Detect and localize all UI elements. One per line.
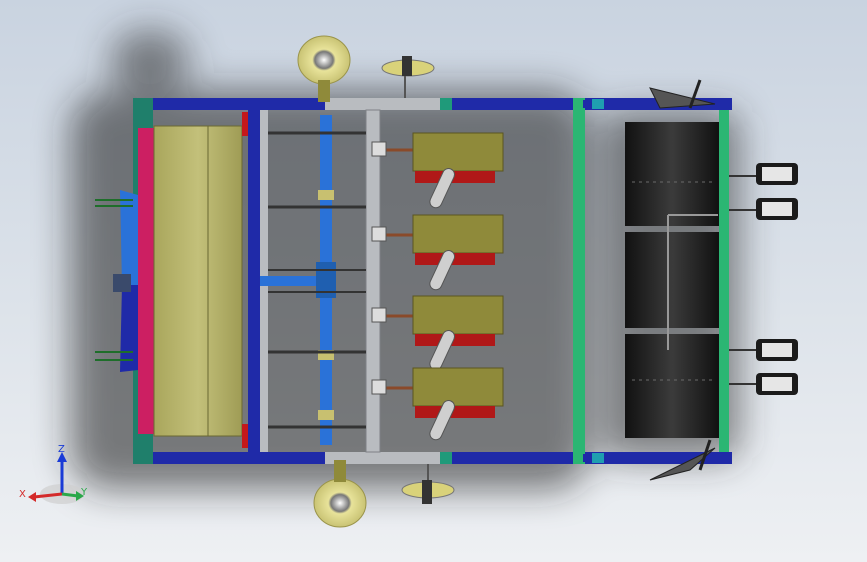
x-axis-arrow [33, 492, 63, 499]
rear-wheel-1[interactable] [729, 163, 798, 185]
roller-3[interactable] [625, 334, 719, 438]
seeder-unit-2[interactable] [371, 214, 504, 292]
rear-frame-post [719, 98, 729, 464]
side-wheel-bottom[interactable] [313, 460, 367, 528]
marker-disc-top[interactable] [381, 56, 435, 98]
roller-1[interactable] [625, 122, 719, 226]
rear-wheel-4[interactable] [729, 373, 798, 395]
marker-disc-bottom[interactable] [401, 464, 455, 504]
side-wheel-top[interactable] [297, 35, 351, 102]
toolbar-beam [365, 109, 381, 453]
z-axis-label: Z [58, 444, 65, 455]
frame-cross-member [248, 110, 260, 452]
y-axis-arrow [61, 492, 79, 498]
seeder-unit-1[interactable] [371, 132, 504, 210]
seeder-unit-3[interactable] [371, 295, 504, 372]
drive-shafts[interactable] [260, 115, 366, 445]
x-axis-label: X [19, 489, 26, 500]
magenta-plate [138, 128, 154, 434]
y-axis-label: Y [80, 487, 88, 498]
red-bracket-top [242, 112, 250, 136]
seeder-units[interactable] [371, 132, 504, 442]
side-wheels[interactable] [297, 35, 716, 528]
rear-wheel-2[interactable] [729, 198, 798, 220]
main-frame[interactable] [133, 98, 732, 464]
cross-shaft[interactable] [260, 276, 320, 286]
hitch-brace-bottom [120, 285, 138, 372]
seeder-unit-4[interactable] [371, 367, 504, 442]
seed-hopper[interactable] [153, 125, 243, 437]
rear-gauge-wheels[interactable] [729, 163, 798, 395]
rear-blade-top[interactable] [649, 79, 716, 109]
packing-rollers[interactable] [625, 122, 719, 438]
hopper-assembly[interactable] [95, 98, 250, 464]
orientation-triad: Z X Y [19, 444, 88, 504]
roller-2[interactable] [625, 232, 719, 328]
rear-wheel-3[interactable] [729, 339, 798, 361]
hitch-brace-top [120, 190, 138, 285]
rear-blade-bottom[interactable] [649, 439, 716, 481]
red-bracket-bottom [242, 424, 250, 448]
hitch-pin[interactable] [113, 274, 131, 292]
rear-green-beam [573, 98, 585, 464]
